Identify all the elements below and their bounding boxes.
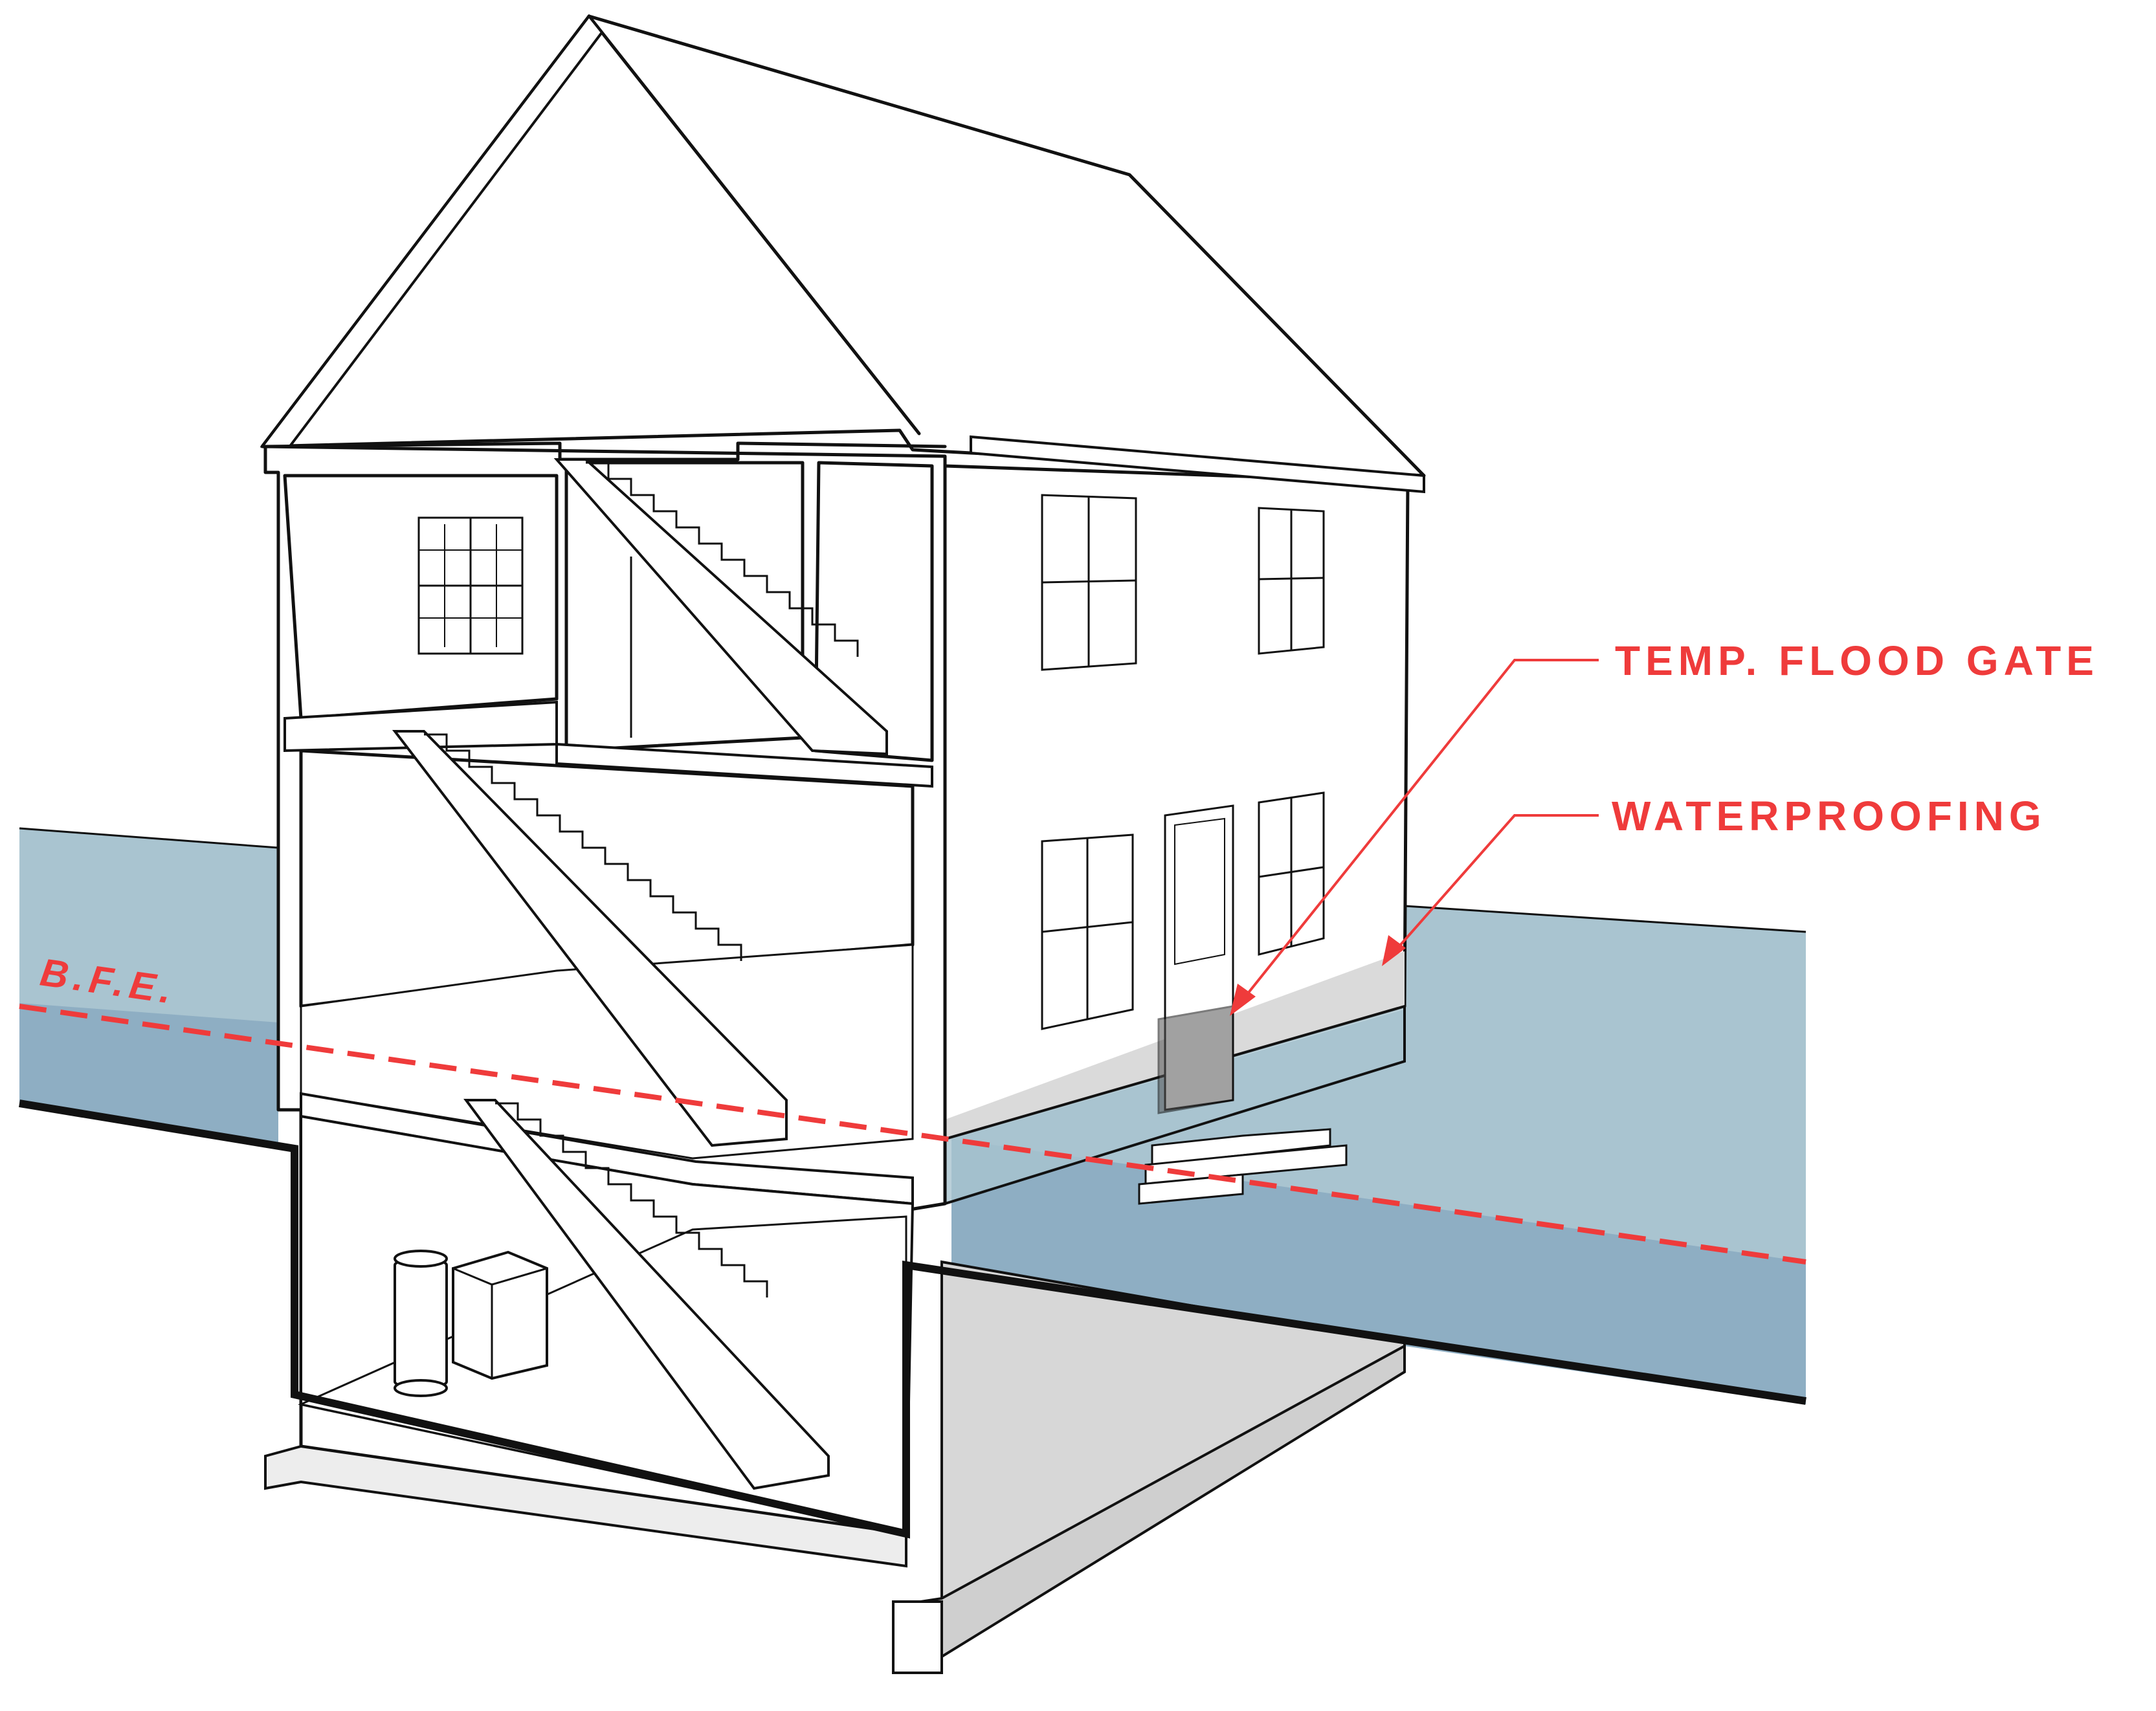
window-top-left bbox=[417, 516, 524, 655]
water-heater-icon bbox=[394, 1250, 448, 1397]
window-upper-2 bbox=[1258, 507, 1325, 655]
window-lower-1 bbox=[1041, 833, 1134, 1030]
bfe-line bbox=[19, 1004, 1806, 1264]
flood-gate-label: TEMP. FLOOD GATE bbox=[1615, 637, 2099, 684]
staircase-basement bbox=[463, 1099, 830, 1490]
roof bbox=[260, 14, 1426, 494]
foundation-right-side bbox=[892, 1260, 1406, 1674]
temp-flood-gate bbox=[1157, 1005, 1234, 1114]
staircase-upper bbox=[553, 458, 888, 756]
ground-line bbox=[19, 1099, 1806, 1539]
window-upper-1 bbox=[1041, 494, 1137, 671]
staircase-middle bbox=[392, 730, 788, 1147]
waterproofing-label: WATERPROOFING bbox=[1612, 793, 2047, 839]
waterproofing-leader bbox=[1382, 814, 1599, 966]
window-lower-2 bbox=[1258, 791, 1325, 956]
flood-gate-leader bbox=[1230, 659, 1599, 1016]
flood-water-left bbox=[19, 827, 279, 1145]
furnace-icon bbox=[452, 1250, 548, 1380]
front-steps bbox=[1138, 1128, 1348, 1205]
